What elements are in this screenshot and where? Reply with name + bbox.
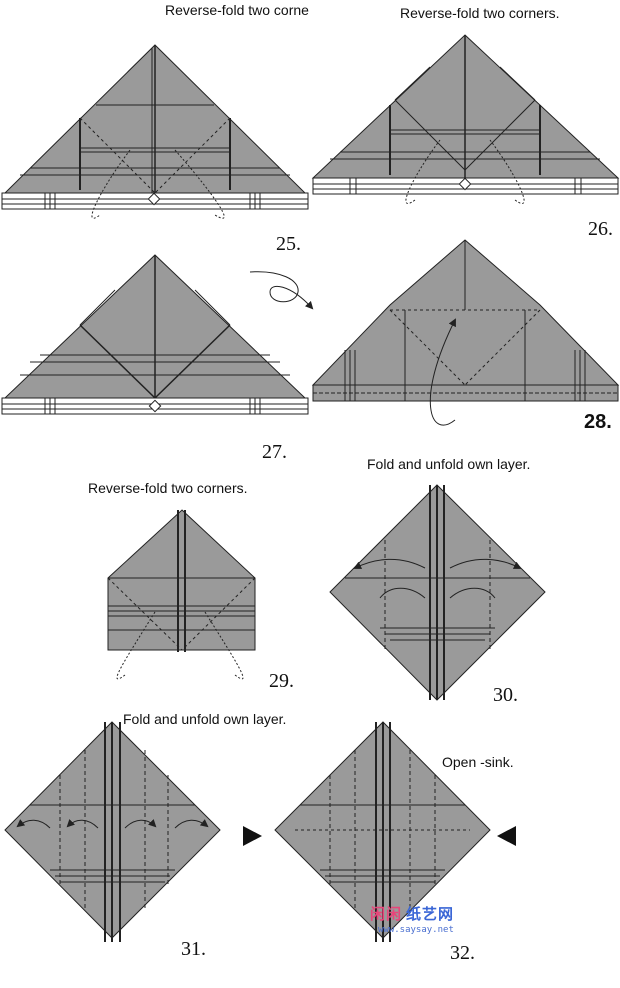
step-30-caption: Fold and unfold own layer. (367, 456, 531, 472)
step-number-32: 32. (450, 942, 475, 964)
step-29-figure (107, 509, 256, 680)
step-31-figure (4, 721, 221, 942)
step-25-figure (1, 44, 309, 219)
step-number-28: 28. (584, 411, 612, 433)
step-28-figure (311, 239, 620, 426)
step-32-figure (274, 721, 491, 942)
left-pointing-arrowhead (497, 826, 516, 846)
step-29-caption: Reverse-fold two corners. (88, 480, 248, 496)
step-number-30: 30. (493, 684, 518, 706)
step-number-25: 25. (276, 233, 301, 255)
turn-over-arrow (249, 271, 314, 310)
step-31-caption: Fold and unfold own layer. (123, 711, 287, 727)
watermark-brand-right: 纸艺网 (406, 905, 455, 923)
right-pointing-arrowhead (243, 826, 262, 846)
step-number-29: 29. (269, 670, 294, 692)
step-30-figure (329, 484, 546, 701)
watermark-brand-left: 闲闲 (370, 905, 403, 923)
step-number-26: 26. (588, 218, 613, 240)
step-27-figure (1, 254, 309, 415)
step-26-caption: Reverse-fold two corners. (400, 5, 560, 21)
step-32-caption: Open -sink. (442, 754, 514, 770)
step-25-caption: Reverse-fold two corne (165, 2, 309, 18)
step-number-31: 31. (181, 938, 206, 960)
step-number-27: 27. (262, 441, 287, 463)
step-26-figure (311, 34, 620, 204)
watermark-url: www.saysay.net (378, 925, 454, 935)
